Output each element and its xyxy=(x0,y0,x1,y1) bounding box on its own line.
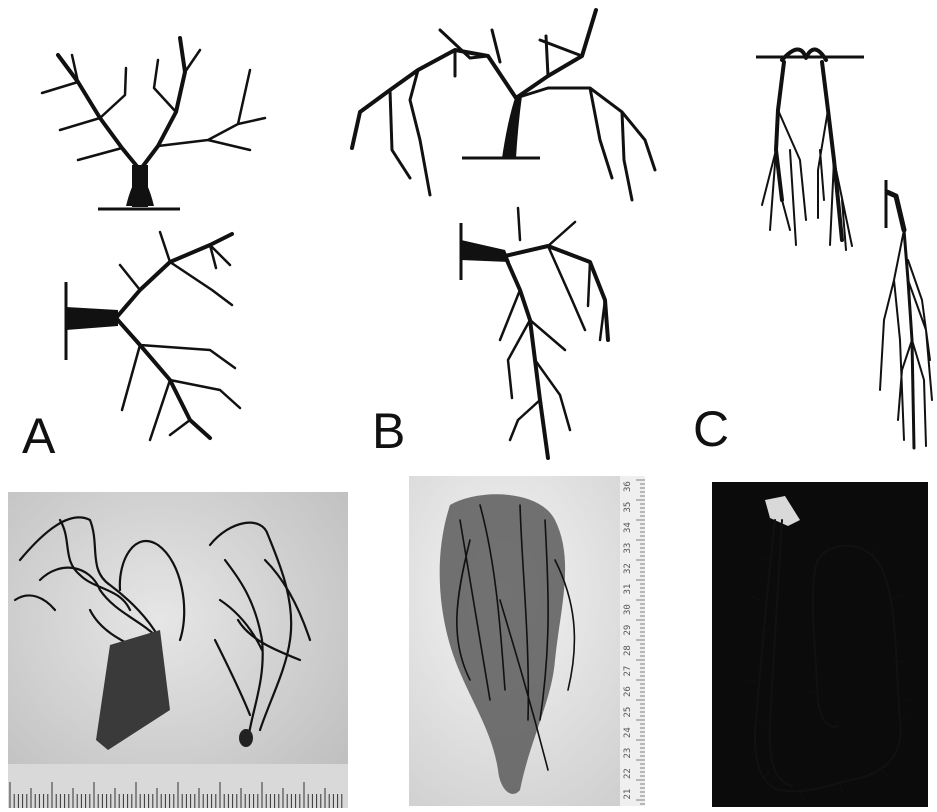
panel-b-upright-root-drawing xyxy=(352,10,655,200)
ruler-number: 36 xyxy=(623,481,633,492)
photo-a-background xyxy=(8,492,348,808)
ruler-number: 32 xyxy=(623,563,633,574)
ruler-number: 30 xyxy=(623,604,633,615)
ruler-number: 28 xyxy=(623,645,633,656)
ruler-number: 23 xyxy=(623,748,633,759)
photo-a xyxy=(8,492,348,808)
ruler-number: 22 xyxy=(623,768,633,779)
ruler-number: 31 xyxy=(623,584,633,595)
ruler-number: 35 xyxy=(623,502,633,513)
panel-c-hanging-root-drawing xyxy=(756,49,864,250)
ruler-number: 34 xyxy=(623,522,633,533)
panel-label-a: A xyxy=(22,408,56,464)
panel-a-lateral-root-drawing xyxy=(66,232,240,440)
ruler-number: 27 xyxy=(623,666,633,677)
photo-b: 36 35 34 33 32 31 30 29 28 27 26 25 24 23 22 21 xyxy=(409,476,645,806)
panel-label-b: B xyxy=(372,403,405,459)
panel-c-lateral-root-drawing xyxy=(880,180,932,448)
ruler-number: 25 xyxy=(623,707,633,718)
panel-a-upright-root-drawing xyxy=(42,38,265,209)
ruler-number: 26 xyxy=(623,686,633,697)
ruler-number: 21 xyxy=(623,789,633,800)
ruler-number: 29 xyxy=(623,625,633,636)
panel-label-c: C xyxy=(693,401,729,457)
ruler-number: 24 xyxy=(623,727,633,738)
panel-b-lateral-root-drawing xyxy=(461,208,608,458)
ruler-number: 33 xyxy=(623,543,633,554)
photo-c xyxy=(712,482,928,807)
